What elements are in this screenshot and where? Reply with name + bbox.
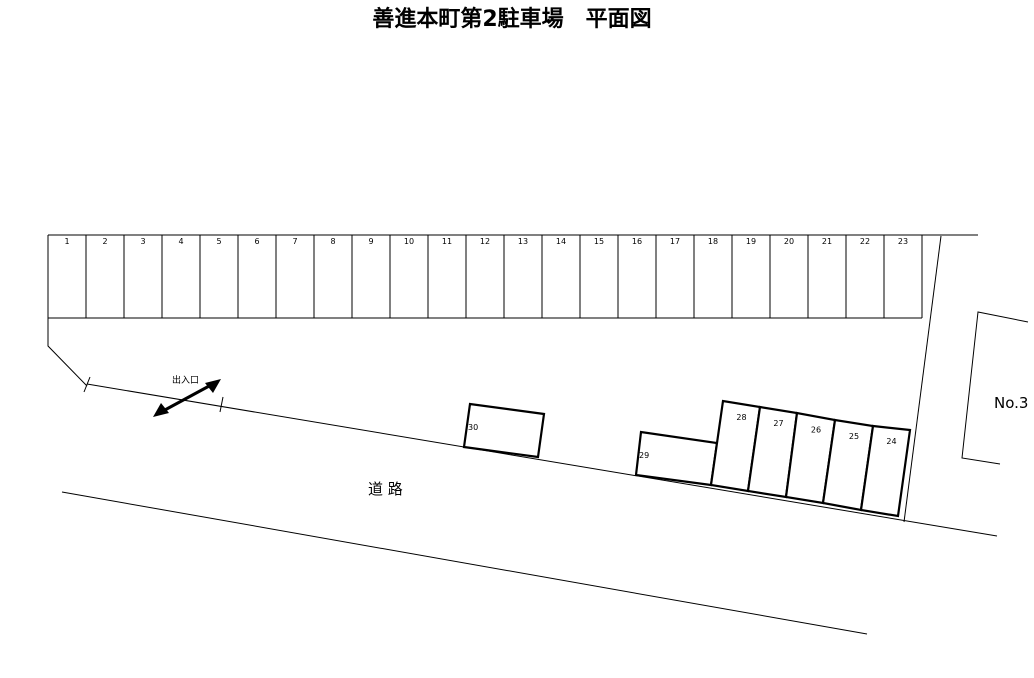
stall-number: 5 — [216, 237, 221, 246]
stall-number: 17 — [670, 237, 680, 246]
stall-number: 29 — [639, 451, 649, 460]
stall-15: 15 — [579, 235, 604, 318]
stall-number: 15 — [594, 237, 604, 246]
stall-8: 8 — [313, 235, 336, 318]
stall-29: 29 — [634, 430, 719, 487]
right-boundary-line — [903, 235, 942, 523]
stall-number: 7 — [292, 237, 297, 246]
stall-number: 24 — [886, 437, 896, 446]
stall-9: 9 — [351, 235, 374, 318]
stall-number: 20 — [784, 237, 794, 246]
stall-11: 11 — [427, 235, 452, 318]
stall-3: 3 — [123, 235, 146, 318]
stall-18: 18 — [693, 235, 718, 318]
stall-16: 16 — [617, 235, 642, 318]
stall-4: 4 — [161, 235, 184, 318]
stall-13: 13 — [503, 235, 528, 318]
stall-number: 19 — [746, 237, 756, 246]
stall-14: 14 — [541, 235, 566, 318]
stall-21: 21 — [807, 235, 832, 318]
stall-number: 14 — [556, 237, 566, 246]
stall-number: 27 — [773, 419, 783, 428]
stall-number: 28 — [736, 413, 746, 422]
stall-number: 9 — [368, 237, 373, 246]
stall-number: 22 — [860, 237, 870, 246]
stall-30: 30 — [462, 402, 546, 459]
plan-title: 善進本町第2駐車場 平面図 — [372, 6, 651, 32]
stall-number: 6 — [254, 237, 259, 246]
stall-23: 23 — [883, 235, 908, 318]
entrance-label: 出入口 — [172, 374, 199, 386]
stall-number: 21 — [822, 237, 832, 246]
stall-number: 23 — [898, 237, 908, 246]
stall-1: 1 — [47, 235, 70, 318]
stall-number: 8 — [330, 237, 335, 246]
stall-number: 11 — [442, 237, 452, 246]
road-edge-lower — [61, 491, 868, 635]
stall-number: 25 — [849, 432, 859, 441]
road-edge-upper — [86, 383, 998, 537]
stall-12: 12 — [465, 235, 490, 318]
stall-17: 17 — [655, 235, 680, 318]
stall-number: 26 — [811, 426, 821, 435]
entrance-tick-left — [83, 376, 91, 393]
building-label: No.3 — [994, 394, 1028, 412]
entrance-arrow — [153, 379, 221, 417]
stall-10: 10 — [389, 235, 414, 318]
building-no3-outline — [961, 311, 1029, 465]
stall-6: 6 — [237, 235, 260, 318]
stall-number: 18 — [708, 237, 718, 246]
stall-number: 2 — [102, 237, 107, 246]
stall-22: 22 — [845, 235, 870, 318]
stall-number: 1 — [64, 237, 69, 246]
stall-24: 24 — [859, 424, 912, 518]
stall-20: 20 — [769, 235, 794, 318]
road-label: 道 路 — [368, 480, 403, 498]
stall-number: 3 — [140, 237, 145, 246]
stall-number: 13 — [518, 237, 528, 246]
left-boundary-line — [47, 318, 88, 387]
stall-5: 5 — [199, 235, 222, 318]
stall-number: 30 — [468, 423, 478, 432]
stall-2: 2 — [85, 235, 108, 318]
stall-7: 7 — [275, 235, 298, 318]
stall-number: 10 — [404, 237, 414, 246]
entrance-tick-right — [219, 396, 224, 413]
stall-19: 19 — [731, 235, 756, 318]
stall-number: 4 — [178, 237, 183, 246]
stall-number: 12 — [480, 237, 490, 246]
stall-number: 16 — [632, 237, 642, 246]
